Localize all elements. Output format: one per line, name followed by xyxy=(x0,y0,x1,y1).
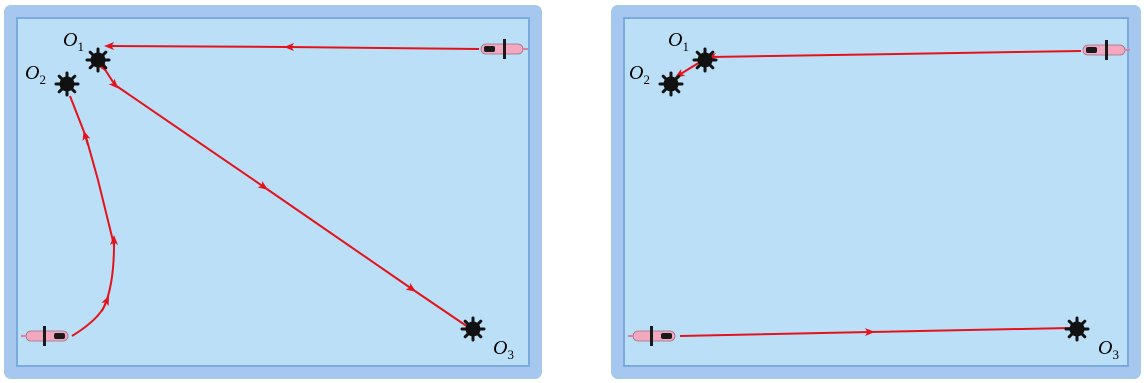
right-label-o3: O3 xyxy=(1098,337,1119,362)
right-label-o2: O2 xyxy=(629,62,650,87)
left-path-arrow-3 xyxy=(82,130,91,146)
right-path-auv2-to-o3 xyxy=(679,327,1071,337)
right-path-auv1-to-o1 xyxy=(706,50,1082,61)
left-mine-o3 xyxy=(460,316,486,342)
left-path-auv1-to-o1 xyxy=(104,42,480,52)
right-mine-o2 xyxy=(658,71,684,97)
right-panel: O1 O2 O3 xyxy=(611,5,1141,379)
left-label-o1: O1 xyxy=(63,29,84,54)
left-mine-o2 xyxy=(54,71,80,97)
left-mine-o1 xyxy=(85,47,111,73)
left-label-o3: O3 xyxy=(493,337,514,362)
left-label-o2: O2 xyxy=(25,62,46,87)
left-path-o1-to-o3 xyxy=(97,61,469,328)
right-mine-o1 xyxy=(692,47,718,73)
right-label-o1: O1 xyxy=(668,29,689,54)
left-panel: O1 O2 O3 xyxy=(4,5,542,379)
left-path-arrow-1 xyxy=(101,295,110,312)
right-panel-water xyxy=(623,17,1129,367)
right-mine-o3 xyxy=(1064,316,1090,342)
right-path-o1-to-o2 xyxy=(674,61,701,78)
